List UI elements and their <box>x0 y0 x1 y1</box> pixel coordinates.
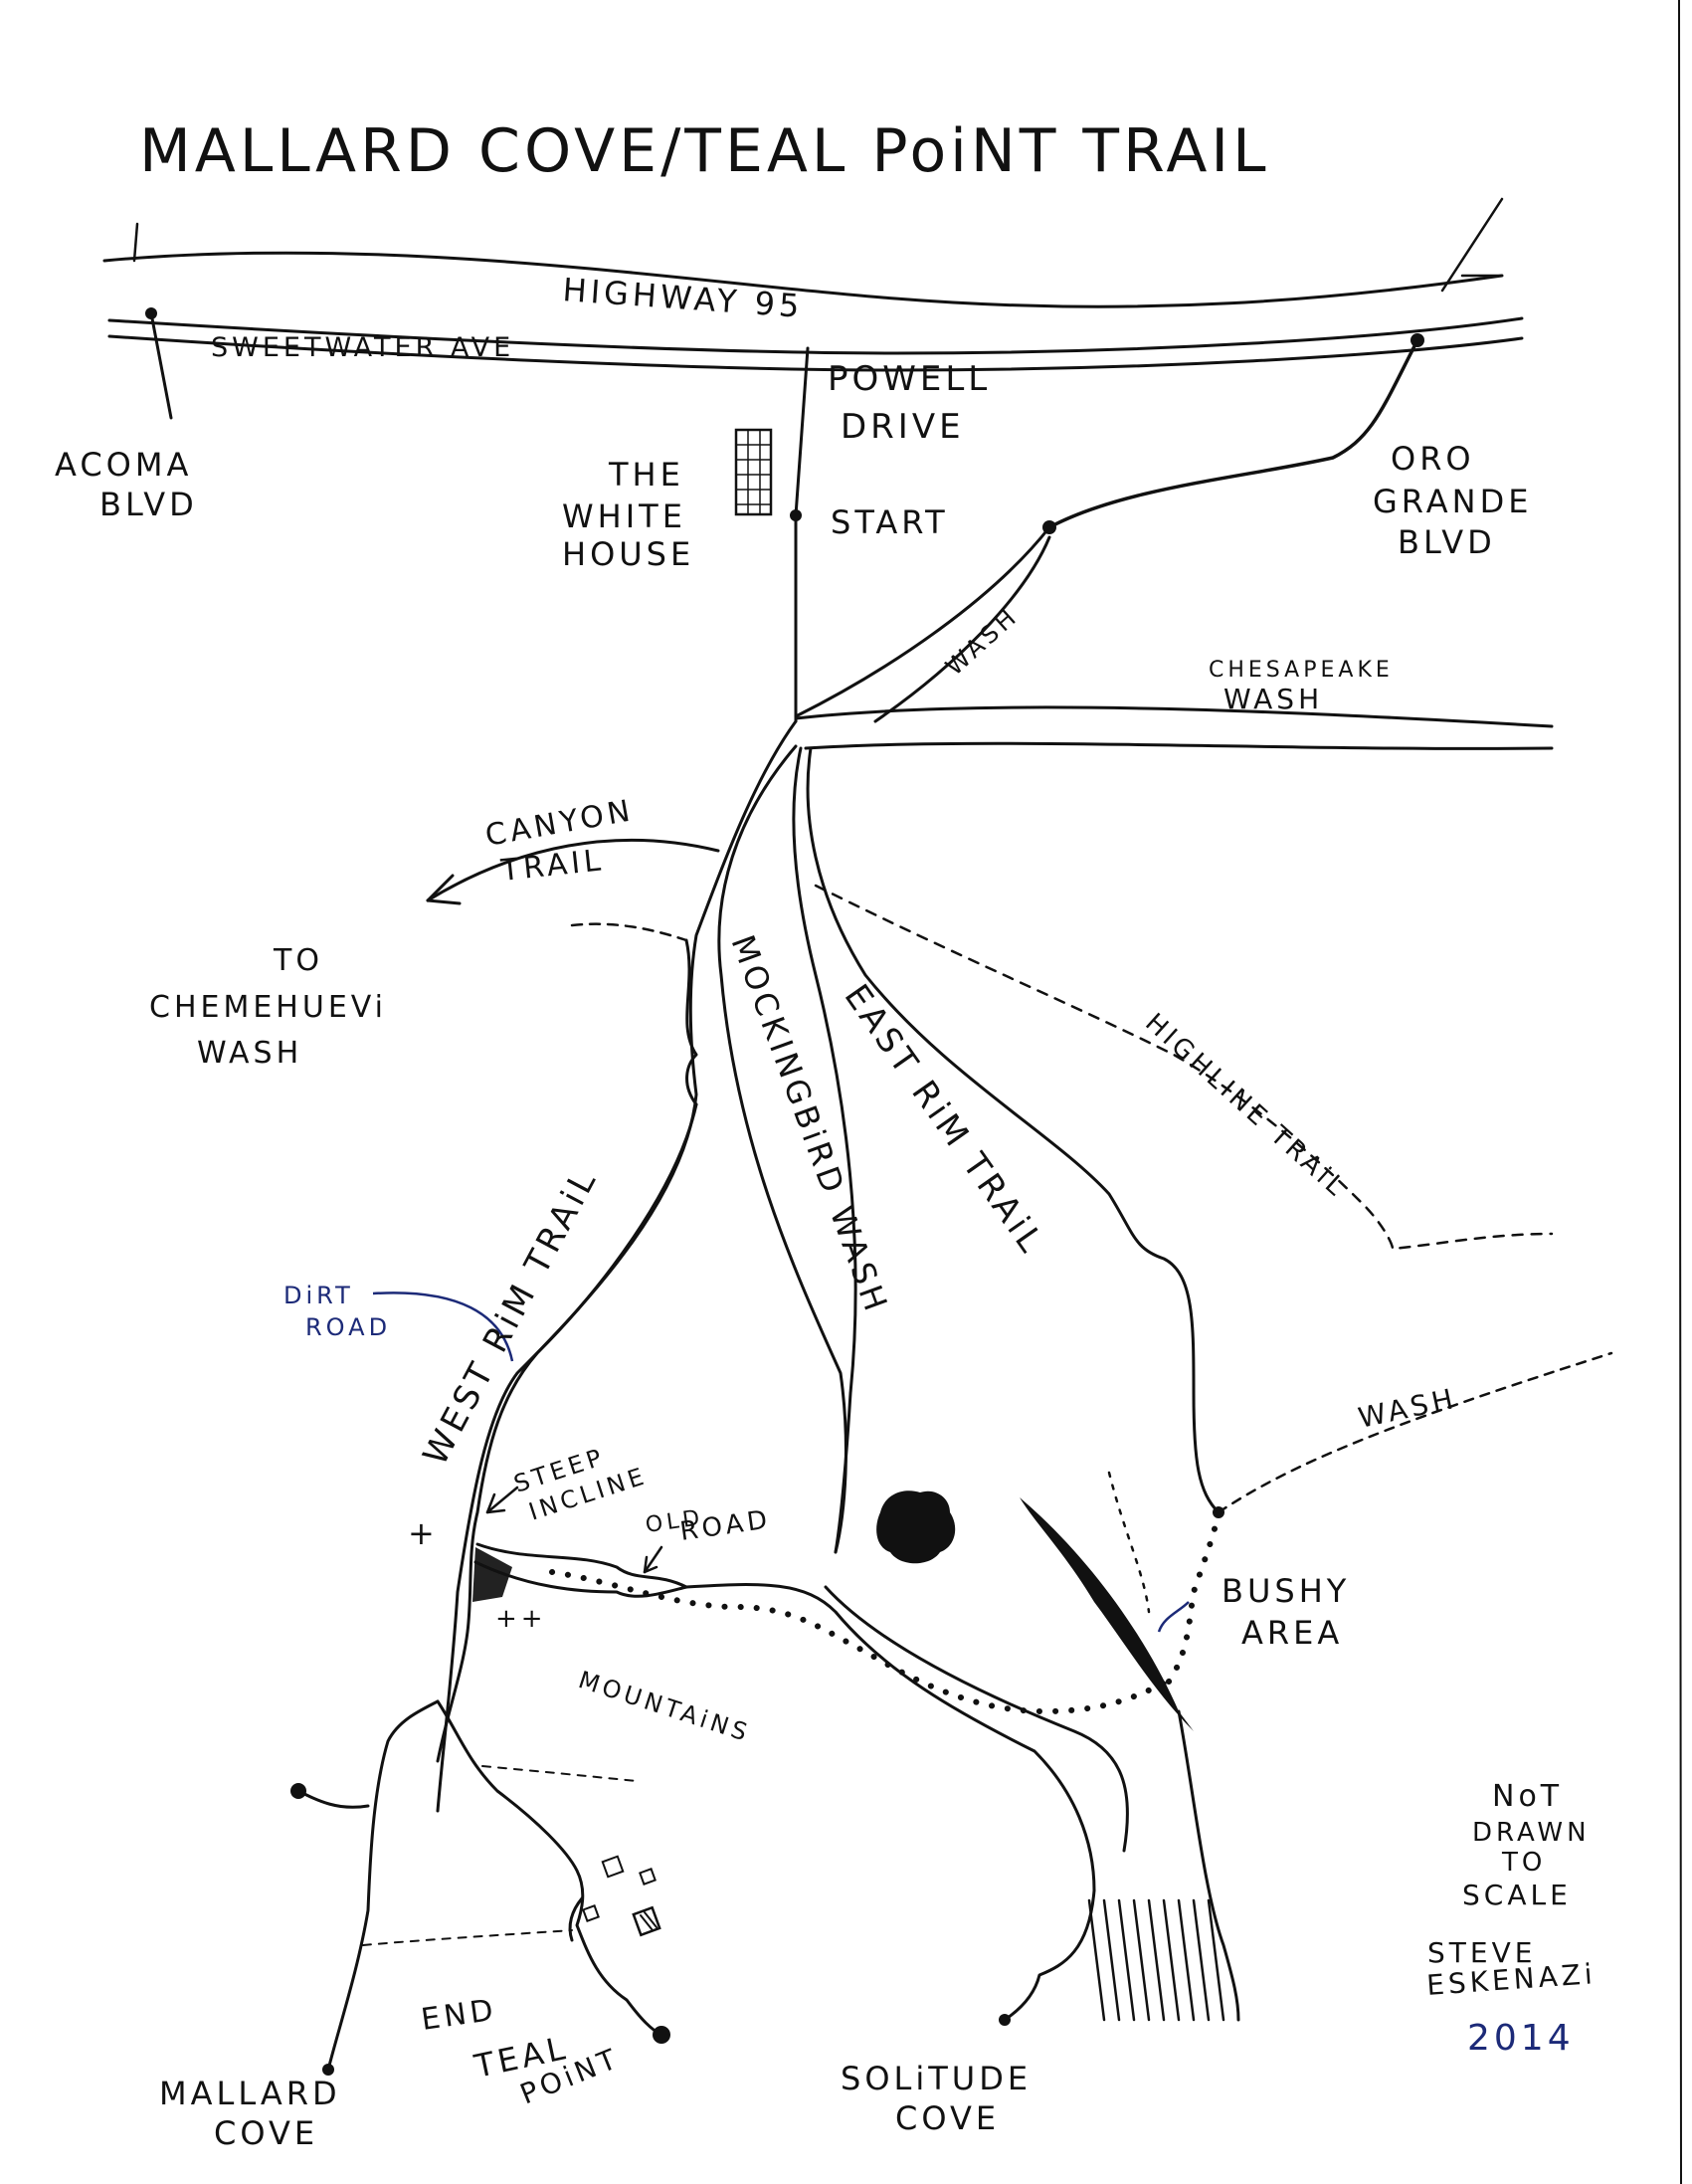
old-road-arrow <box>643 1545 663 1574</box>
acoma-blvd-road <box>145 307 173 420</box>
canyon-trail <box>426 838 720 905</box>
lower-trails <box>290 1699 670 2076</box>
west-rim-trail <box>436 1102 698 1763</box>
bushy-area-line-1: BUSHY <box>1222 1572 1350 1610</box>
chemehuevi-line-3: WASH <box>197 1036 302 1071</box>
solitude-cove-line-2: COVE <box>895 2099 1000 2137</box>
year-label: 2014 <box>1467 2018 1575 2059</box>
oro-grande-line-3: BLVD <box>1398 523 1496 561</box>
author-line-1: STEVE <box>1427 1936 1536 1969</box>
not-to-scale-line-2: DRAWN <box>1472 1818 1591 1848</box>
white-house-line-1: THE <box>608 456 684 494</box>
powell-label-line-2: DRIVE <box>841 407 965 447</box>
start-label: START <box>831 503 949 541</box>
acoma-label-line-2: BLVD <box>99 486 198 523</box>
dotted-route <box>549 1509 1222 1715</box>
dirt-road-line-1: DiRT <box>283 1282 354 1309</box>
mallard-cove-line-1: MALLARD <box>159 2075 341 2112</box>
mallard-cove-line-2: COVE <box>214 2114 318 2152</box>
highway-label: HIGHWAY 95 <box>561 271 804 325</box>
steep-hatch <box>472 1547 512 1602</box>
lower-dashed-1 <box>481 1765 638 1782</box>
wash-east-label: WASH <box>1356 1382 1460 1435</box>
wash-east <box>1217 1351 1613 1514</box>
acoma-label-line-1: ACOMA <box>55 446 192 484</box>
mockingbird-wash <box>436 719 1129 2026</box>
sweetwater-label: SWEETWATER AVE <box>211 332 514 363</box>
white-house-line-3: HOUSE <box>562 535 694 573</box>
not-to-scale-line-1: NoT <box>1492 1779 1563 1814</box>
steep-incline-arrow <box>485 1486 519 1514</box>
powell-drive-road <box>790 346 810 723</box>
chesapeake-wash <box>794 705 1554 750</box>
bushy-dotted-line <box>1107 1471 1151 1614</box>
bushy-pointer <box>1157 1601 1190 1633</box>
chesapeake-line-1: CHESAPEAKE <box>1209 658 1394 683</box>
mountains-label: MOUNTAiNS <box>575 1666 754 1747</box>
bushy-area-line-2: AREA <box>1241 1614 1343 1652</box>
white-house-line-2: WHITE <box>562 497 686 535</box>
map-title: MALLARD COVE/TEAL PoiNT TRAIL <box>139 116 1270 186</box>
not-to-scale-line-4: SCALE <box>1462 1879 1572 1911</box>
wash-small <box>794 525 1051 723</box>
canyon-trail-line-2: TRAIL <box>498 843 606 889</box>
west-rim-label: WEST RiM TRAiL <box>416 1161 606 1472</box>
plus-mark: + <box>408 1514 439 1552</box>
cabins-icon <box>582 1855 661 1937</box>
chesapeake-line-2: WASH <box>1223 683 1323 715</box>
highline-trail <box>814 884 1554 1251</box>
dirt-road-line-2: ROAD <box>305 1313 391 1341</box>
hatched-fan <box>1087 1898 1225 2022</box>
rock-blob <box>876 1490 956 1564</box>
east-rim-label: EAST RiM TRAiL <box>837 977 1052 1263</box>
highway-95 <box>102 197 1524 372</box>
black-ridge <box>1020 1497 1194 1731</box>
powell-label-line-1: POWELL <box>828 359 991 399</box>
oro-grande-line-1: ORO <box>1391 440 1475 478</box>
chemehuevi-line-2: CHEMEHUEVi <box>149 990 387 1025</box>
dirt-road <box>372 1291 514 1362</box>
chemehuevi-line-1: TO <box>273 943 323 978</box>
canyon-side-path <box>570 922 688 942</box>
white-house-icon <box>734 428 773 516</box>
wash-small-label: WASH <box>940 602 1024 682</box>
end-label: END <box>419 1993 499 2038</box>
canyon-trail-line-1: CANYON <box>482 793 636 854</box>
oro-grande-line-2: GRANDE <box>1373 483 1532 520</box>
east-ridge-lower <box>1177 1709 1240 2022</box>
not-to-scale-line-3: TO <box>1501 1848 1546 1878</box>
page-edge <box>1678 0 1682 2184</box>
oro-grande-blvd-road <box>1042 333 1424 534</box>
west-bank-wiggle <box>684 938 698 1106</box>
east-rim-trail <box>806 746 1224 1518</box>
double-plus-mark: ++ <box>495 1604 547 1634</box>
highline-label: HIGHLINE TRAiL <box>1139 1008 1352 1204</box>
solitude-cove-line-1: SOLiTUDE <box>841 2060 1032 2097</box>
old-road <box>473 1542 688 1598</box>
lower-dashed-2 <box>362 1929 573 1946</box>
